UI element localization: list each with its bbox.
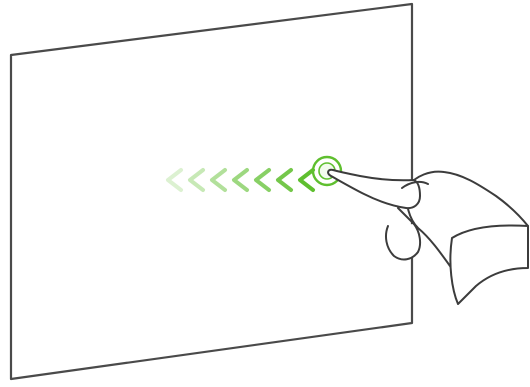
chevron-left-icon bbox=[276, 168, 293, 192]
chevron-left-icon bbox=[166, 168, 183, 192]
chevron-left-icon bbox=[210, 168, 227, 192]
chevron-left-icon bbox=[254, 168, 271, 192]
chevron-left-icon bbox=[298, 168, 315, 192]
chevron-left-icon bbox=[232, 168, 249, 192]
chevron-left-icon bbox=[188, 168, 205, 192]
chevron-trail bbox=[166, 168, 315, 192]
display-panel bbox=[9, 2, 414, 381]
pointing-hand-icon bbox=[327, 168, 529, 305]
